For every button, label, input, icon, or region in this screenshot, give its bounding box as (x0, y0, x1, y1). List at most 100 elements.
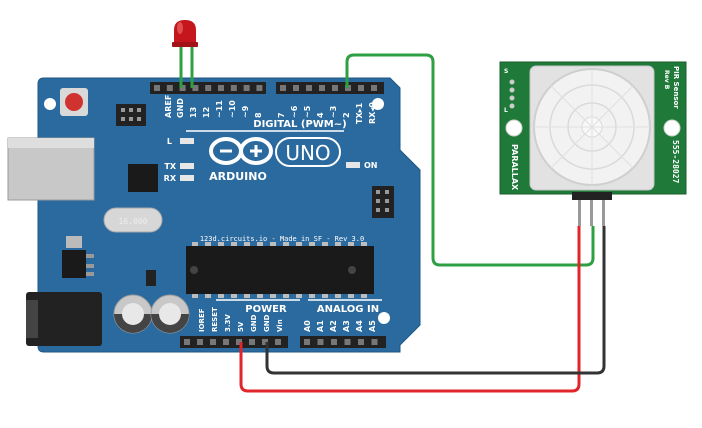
pin-label-a4: A4 (355, 320, 364, 332)
chip-pin (296, 294, 302, 298)
pin-label-5v: 5V (237, 321, 245, 332)
brand-label: ARDUINO (209, 170, 267, 183)
on-label: ON (364, 161, 378, 170)
header-socket (371, 85, 377, 91)
jumper-label-l: L (504, 107, 508, 114)
pin-label-7: 7 (277, 112, 286, 118)
header-socket (230, 85, 237, 91)
pin-label-reset: RESET (211, 307, 219, 332)
pin-label-aref: AREF (164, 95, 173, 118)
chip-pin (218, 242, 224, 246)
pin-label-rx0: RX◂0 (368, 102, 377, 124)
chip-pin (218, 294, 224, 298)
small-chip (146, 270, 156, 286)
header-socket (306, 85, 312, 91)
header-socket (154, 85, 160, 91)
mount-hole (44, 98, 56, 110)
chip-pin (231, 242, 237, 246)
header-socket (179, 85, 186, 91)
header-socket (280, 85, 286, 91)
power-header-strip (180, 336, 288, 348)
usb-chip (128, 164, 158, 192)
power-wire (239, 226, 581, 393)
arduino-logo-icon (209, 137, 273, 165)
mount-hole (378, 312, 390, 324)
chip-pin (257, 294, 263, 298)
header-socket (332, 85, 338, 91)
header-socket (304, 339, 310, 345)
chip-pin (205, 242, 211, 246)
sensor-mount-hole (505, 119, 523, 137)
pir-lens (529, 65, 655, 191)
chip-pin (361, 242, 367, 246)
icsp-header-top (116, 104, 146, 126)
capacitor (150, 294, 190, 334)
chip-pin (296, 242, 302, 246)
sensor-mount-hole (663, 119, 681, 137)
pin-label-a0: A0 (303, 320, 312, 332)
chip-pin (309, 294, 315, 298)
chip-pin (335, 242, 341, 246)
pin-label-a3: A3 (342, 320, 351, 332)
chip-pin (244, 242, 250, 246)
chip-pin (348, 294, 354, 298)
chip-pin (244, 294, 250, 298)
header-socket (210, 339, 216, 345)
regulator (62, 250, 86, 278)
icsp-header-right (372, 186, 394, 218)
header-socket (218, 85, 224, 91)
chip-pin (257, 242, 263, 246)
mode-jumper[interactable] (509, 79, 515, 109)
uno-badge (275, 137, 341, 167)
pin-label-3v3: 3.3V (224, 314, 232, 332)
l-led (180, 138, 194, 144)
ground-wire (265, 226, 606, 375)
chip-pin (231, 294, 237, 298)
pin-label-a1: A1 (316, 320, 325, 332)
pin-label-gnd: GND (176, 98, 185, 118)
sensor-rev-label: Rev B (663, 70, 670, 90)
pin-label-13: 13 (189, 107, 198, 118)
header-socket (236, 339, 242, 345)
chip-pin (335, 294, 341, 298)
sensor-title-label: PIR Sensor (672, 66, 680, 109)
pin-label-6: ~6 (290, 105, 299, 118)
pin-label-11: ~11 (215, 100, 224, 118)
header-socket (319, 85, 325, 91)
mount-hole (372, 98, 384, 110)
header-socket (331, 339, 337, 345)
chip-pin (283, 242, 289, 246)
rx-label: RX (164, 174, 177, 183)
usb-connector (7, 137, 95, 201)
pin-label-gnd1: GND (250, 314, 258, 332)
sensor-pin-header (572, 192, 612, 226)
pin-label-gnd2: GND (263, 314, 271, 332)
header-socket (192, 85, 199, 91)
pin-label-4: 4 (316, 112, 325, 118)
chip-pin (322, 294, 328, 298)
tx-led (180, 163, 194, 169)
pin-label-9: ~9 (241, 105, 250, 118)
arduino-board: 16.000 123d.circuits.io - Made in SF - R… (7, 77, 421, 353)
pin-label-a2: A2 (329, 320, 338, 332)
digital-header-right (276, 82, 384, 94)
chip-pin (322, 242, 328, 246)
chip-pin (192, 294, 198, 298)
sensor-part-label: 555-28027 (671, 140, 680, 184)
analog-header-label: ANALOG IN (317, 304, 379, 315)
jumper-label-s: S (504, 68, 508, 75)
l-label: L (167, 137, 172, 146)
header-socket (184, 339, 190, 345)
pin-label-12: 12 (202, 107, 211, 118)
pin-label-2: 2 (342, 112, 351, 118)
pin-label-8: 8 (254, 112, 263, 118)
chip-pin (205, 294, 211, 298)
header-socket (243, 85, 250, 91)
header-socket (317, 339, 324, 345)
capacitor (113, 294, 153, 334)
chip-pin (192, 242, 198, 246)
tx-label: TX (164, 162, 176, 171)
pin-label-3: ~3 (329, 106, 338, 118)
header-socket (166, 85, 173, 91)
header-socket (358, 339, 364, 345)
